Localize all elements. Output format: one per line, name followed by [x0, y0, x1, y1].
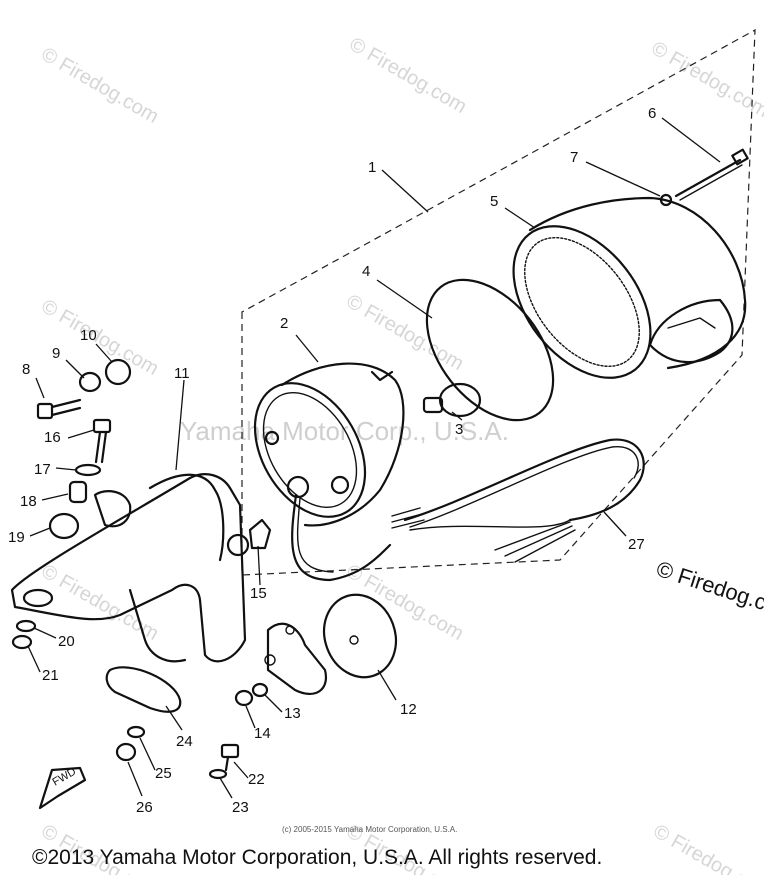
part-25-washer: [126, 725, 146, 739]
part-8-bolt: [36, 398, 82, 420]
label-16: 16: [44, 429, 61, 446]
lamp-wire: [291, 493, 392, 582]
label-23: 23: [232, 799, 249, 816]
watermark: © Firedog.com: [648, 37, 764, 122]
label-24: 24: [176, 733, 193, 750]
label-18: 18: [20, 493, 37, 510]
label-15: 15: [250, 585, 267, 602]
part-16-bolt: [92, 418, 112, 464]
label-12: 12: [400, 701, 417, 718]
part-18-collar: [68, 480, 88, 504]
label-6: 6: [648, 105, 656, 122]
part-3-bulb: [422, 382, 482, 418]
part-26-nut: [115, 742, 137, 762]
label-17: 17: [34, 461, 51, 478]
label-26: 26: [136, 799, 153, 816]
part-24-reflector: [105, 666, 182, 713]
part-5-lens-housing: [512, 196, 747, 379]
watermark: © Firedog.com: [343, 560, 468, 645]
edge-watermark: © Firedog.c: [653, 556, 764, 615]
label-21: 21: [42, 667, 59, 684]
watermark: © Firedog.com: [346, 33, 471, 118]
assembly-outline: [241, 28, 756, 576]
label-22: 22: [248, 771, 265, 788]
label-2: 2: [280, 315, 288, 332]
part-6-bolt: [674, 148, 749, 201]
watermark: © Firedog.com: [650, 820, 764, 875]
part-10-grommet: [104, 358, 132, 386]
part-12-cap: [323, 593, 397, 679]
watermark: © Firedog.com: [38, 295, 163, 380]
part-22-screw: [220, 743, 240, 772]
label-3: 3: [455, 421, 463, 438]
part-13-washer: [251, 682, 269, 698]
label-9: 9: [52, 345, 60, 362]
label-7: 7: [570, 149, 578, 166]
part-labels: 1 2 3 4 5 6 7 8 9 10 11 12 13 14 15 16 1…: [8, 105, 656, 816]
watermark: © Firedog.com: [343, 290, 468, 375]
label-8: 8: [22, 361, 30, 378]
label-4: 4: [362, 263, 370, 280]
part-27-harness: [391, 438, 645, 563]
part-4-gasket: [425, 278, 555, 422]
footer-copyright: ©2013 Yamaha Motor Corporation, U.S.A. A…: [32, 846, 602, 869]
fwd-arrow: FWD: [38, 766, 87, 810]
part-20-washer: [15, 619, 37, 633]
part-23-washer: [208, 768, 228, 780]
part-19-damper: [48, 512, 80, 540]
part-11-bracket: [10, 473, 328, 696]
label-1: 1: [368, 159, 376, 176]
leader-lines: [27, 117, 721, 799]
part-2-lamp-base: [253, 362, 405, 527]
watermark-layer: © Firedog.com © Firedog.com © Firedog.co…: [38, 33, 764, 875]
label-19: 19: [8, 529, 25, 546]
label-20: 20: [58, 633, 75, 650]
small-copyright: (c) 2005-2015 Yamaha Motor Corporation, …: [282, 825, 457, 834]
label-13: 13: [284, 705, 301, 722]
part-21-nut: [11, 634, 33, 650]
watermark: © Firedog.com: [38, 43, 163, 128]
part-15-clip: [248, 518, 272, 550]
label-25: 25: [155, 765, 172, 782]
part-14-nut: [234, 689, 254, 707]
part-9-washer: [78, 371, 102, 393]
label-14: 14: [254, 725, 271, 742]
label-27: 27: [628, 536, 645, 553]
part-17-washer: [74, 463, 102, 477]
label-11: 11: [174, 365, 190, 382]
label-5: 5: [490, 193, 498, 210]
label-10: 10: [80, 327, 97, 344]
lamp-wire: [296, 497, 334, 573]
